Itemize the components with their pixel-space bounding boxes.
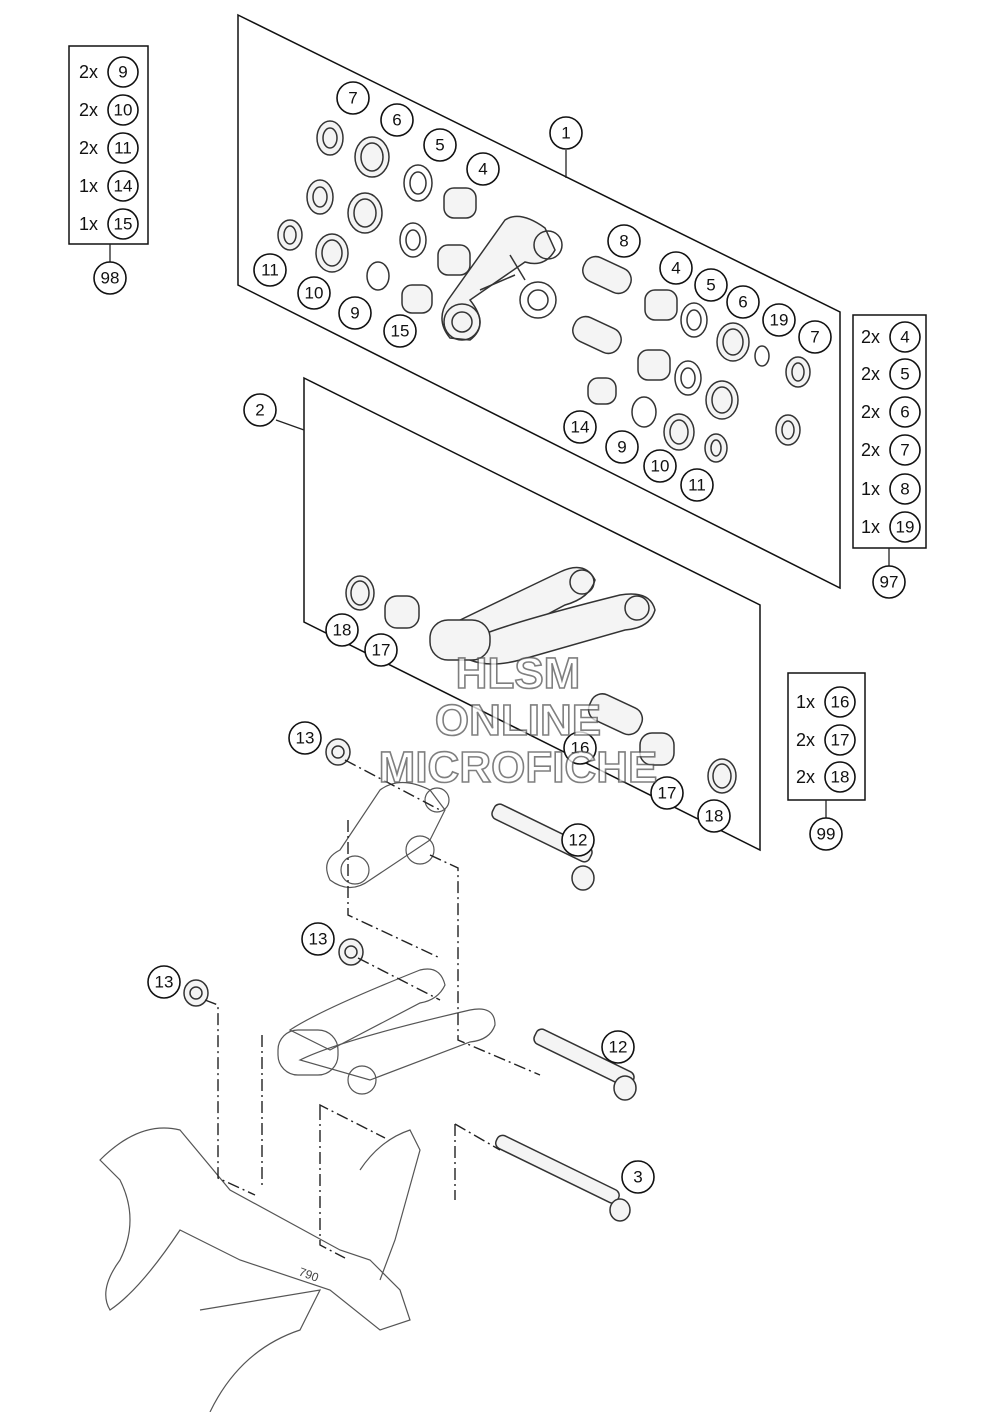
nut-13-a: [325, 738, 351, 766]
svg-text:6: 6: [392, 111, 401, 130]
svg-text:1x: 1x: [861, 479, 880, 499]
svg-text:15: 15: [391, 322, 410, 341]
svg-text:18: 18: [705, 807, 724, 826]
svg-text:7: 7: [900, 441, 909, 460]
frame-marking: 790: [297, 1265, 321, 1285]
svg-text:18: 18: [831, 768, 850, 787]
svg-text:10: 10: [114, 101, 133, 120]
svg-text:10: 10: [305, 284, 324, 303]
svg-text:5: 5: [435, 136, 444, 155]
svg-text:13: 13: [155, 973, 174, 992]
svg-text:HLSM: HLSM: [456, 649, 581, 698]
kit-2-parts: [345, 566, 737, 794]
svg-text:14: 14: [571, 418, 590, 437]
kit-table-98: [68, 45, 149, 262]
svg-text:19: 19: [896, 518, 915, 537]
callout-2: 2: [243, 393, 277, 427]
svg-text:16: 16: [831, 693, 850, 712]
kit-98-rows: 2x 9 2x 10 2x 11 1x 14 1x 15 98: [79, 56, 139, 295]
svg-text:19: 19: [770, 311, 789, 330]
svg-text:4: 4: [671, 259, 680, 278]
svg-text:2x: 2x: [79, 62, 98, 82]
svg-text:2x: 2x: [79, 138, 98, 158]
kit-1-small-parts: [277, 120, 477, 314]
svg-text:8: 8: [619, 232, 628, 251]
kit-2-panel: [303, 376, 761, 852]
kit-99-rows: 1x 16 2x 17 2x 18 99: [796, 686, 856, 851]
svg-text:2x: 2x: [861, 327, 880, 347]
assembly-lines: [204, 759, 541, 1259]
svg-text:9: 9: [350, 304, 359, 323]
svg-text:97: 97: [880, 573, 899, 592]
svg-text:1x: 1x: [79, 176, 98, 196]
callout-3: 3: [621, 1160, 655, 1194]
kit-table-97: [852, 314, 927, 566]
nut-13-b: [338, 938, 364, 966]
installed-assembly: 790: [99, 738, 637, 1412]
svg-text:3: 3: [633, 1168, 642, 1187]
svg-text:12: 12: [569, 831, 588, 850]
svg-text:2: 2: [255, 401, 264, 420]
callout-1: 1: [549, 116, 583, 150]
svg-text:17: 17: [658, 784, 677, 803]
svg-text:1x: 1x: [796, 692, 815, 712]
kit-97-rows: 2x 4 2x 5 2x 6 2x 7 1x 8 1x 19 97: [861, 321, 921, 599]
svg-text:11: 11: [114, 139, 132, 158]
rocker-link: [441, 215, 563, 341]
svg-text:2x: 2x: [861, 440, 880, 460]
svg-text:4: 4: [900, 328, 909, 347]
svg-text:7: 7: [348, 89, 357, 108]
callout-bubbles: 1 2 3 7 6 5 4 11 10 9 15 8 4 5 6 19 7 14…: [147, 81, 832, 1194]
bolt-12-lower: [533, 1028, 637, 1101]
watermark: HLSM ONLINE MICROFICHE: [378, 648, 658, 793]
svg-text:14: 14: [114, 177, 133, 196]
svg-text:8: 8: [900, 480, 909, 499]
svg-text:6: 6: [900, 403, 909, 422]
svg-text:2x: 2x: [796, 730, 815, 750]
kit-1-panel: [237, 13, 841, 590]
bolt-3: [494, 1134, 631, 1222]
kit-ref-97: 97: [872, 565, 906, 599]
svg-text:12: 12: [609, 1038, 628, 1057]
svg-text:15: 15: [114, 215, 133, 234]
kit-table-99: [787, 672, 866, 818]
svg-text:10: 10: [651, 457, 670, 476]
svg-text:99: 99: [817, 825, 836, 844]
svg-text:4: 4: [478, 160, 487, 179]
kit-ref-98: 98: [93, 261, 127, 295]
svg-text:6: 6: [738, 293, 747, 312]
svg-text:ONLINE: ONLINE: [435, 696, 601, 745]
svg-text:9: 9: [118, 63, 127, 82]
svg-text:13: 13: [309, 930, 328, 949]
svg-text:1x: 1x: [79, 214, 98, 234]
svg-text:2x: 2x: [861, 402, 880, 422]
svg-text:16: 16: [571, 739, 590, 758]
svg-text:17: 17: [831, 731, 850, 750]
svg-text:17: 17: [372, 641, 391, 660]
svg-text:1x: 1x: [861, 517, 880, 537]
kit-ref-99: 99: [809, 817, 843, 851]
svg-text:11: 11: [261, 261, 279, 280]
svg-text:9: 9: [617, 438, 626, 457]
svg-text:18: 18: [333, 621, 352, 640]
svg-text:2x: 2x: [861, 364, 880, 384]
svg-text:1: 1: [561, 124, 570, 143]
svg-text:2x: 2x: [79, 100, 98, 120]
svg-text:7: 7: [810, 328, 819, 347]
svg-text:98: 98: [101, 269, 120, 288]
svg-text:MICROFICHE: MICROFICHE: [379, 743, 658, 792]
svg-text:2x: 2x: [796, 767, 815, 787]
svg-text:5: 5: [706, 276, 715, 295]
svg-text:11: 11: [688, 476, 706, 495]
svg-text:5: 5: [900, 365, 909, 384]
svg-text:13: 13: [296, 729, 315, 748]
kit-1-right-parts: [572, 255, 811, 463]
nut-13-c: [183, 979, 209, 1007]
